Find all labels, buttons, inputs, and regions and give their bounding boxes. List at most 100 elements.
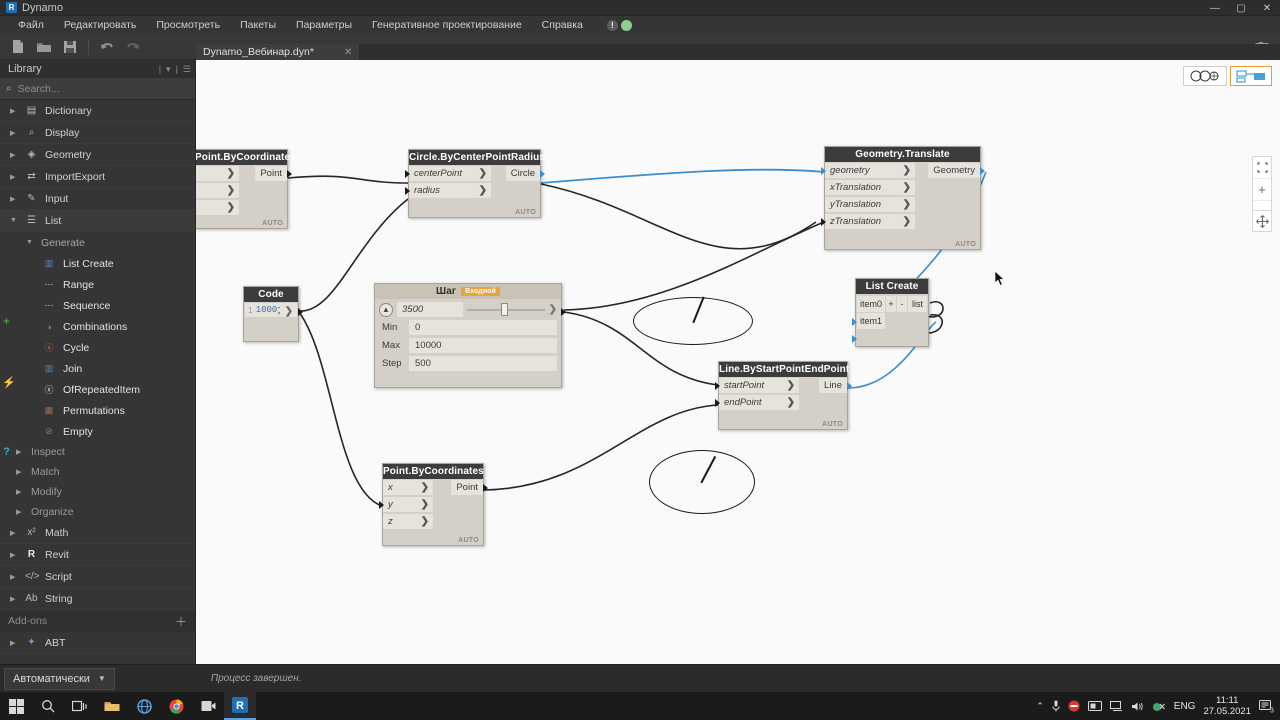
chrome-icon[interactable]: [160, 692, 192, 720]
display-icon[interactable]: [1087, 701, 1102, 711]
graph-view-icon[interactable]: [1230, 66, 1272, 86]
output-port-line[interactable]: Line: [819, 378, 852, 393]
task-view-icon[interactable]: [64, 692, 96, 720]
new-file-icon[interactable]: [6, 36, 30, 58]
microphone-icon[interactable]: [1052, 700, 1060, 712]
sidebar-subitem-generate[interactable]: ▼ Generate: [0, 232, 195, 253]
run-mode-dropdown[interactable]: Автоматически ▼: [4, 667, 115, 690]
network-icon[interactable]: [1152, 701, 1166, 712]
browser-icon[interactable]: [128, 692, 160, 720]
monitor-icon[interactable]: [1109, 700, 1123, 712]
output-port-point[interactable]: Point: [255, 166, 292, 181]
input-port-ztranslation[interactable]: zTranslation❯: [825, 214, 915, 229]
file-explorer-icon[interactable]: [96, 692, 128, 720]
chevron-up-icon[interactable]: ⌃: [1036, 700, 1044, 711]
minimize-button[interactable]: —: [1210, 2, 1220, 14]
input-port-z[interactable]: ❯: [196, 200, 239, 215]
node-geometry-translate[interactable]: Geometry.Translate geometry❯ xTranslatio…: [821, 146, 985, 250]
output-port-code[interactable]: ❯: [280, 304, 303, 319]
slider-knob[interactable]: [501, 303, 509, 316]
menu-item-edit[interactable]: Редактировать: [63, 19, 137, 31]
sidebar-item-importexport[interactable]: ▶ ⇄ ImportExport: [0, 166, 195, 188]
input-port-xtranslation[interactable]: xTranslation❯: [825, 180, 915, 195]
input-port-geometry[interactable]: geometry❯: [825, 163, 915, 178]
graph-canvas[interactable]: Point.ByCoordinates ❯ ❯ ❯ Point AUTO Cir…: [196, 60, 1280, 684]
slider-min-field[interactable]: 0: [409, 319, 557, 335]
menu-item-generative-design[interactable]: Генеративное проектирование: [372, 19, 522, 31]
input-port-radius[interactable]: radius❯: [409, 183, 491, 198]
input-port-item1[interactable]: item1: [857, 313, 886, 329]
node-code-block[interactable]: Code Block 1 1000 ; ❯: [243, 286, 303, 342]
add-package-icon[interactable]: ＋: [174, 614, 187, 629]
sidebar-item-join[interactable]: ▥ Join: [0, 358, 195, 379]
sidebar-item-cycle[interactable]: ⓧ Cycle: [0, 337, 195, 358]
output-port-list[interactable]: list: [907, 296, 927, 312]
close-button[interactable]: ✕: [1262, 2, 1272, 14]
code-editor[interactable]: 1 1000 ;: [245, 303, 297, 317]
sidebar-item-list[interactable]: ▼ ☰ List: [0, 210, 195, 232]
node-point-bycoordinates-top[interactable]: Point.ByCoordinates ❯ ❯ ❯ Point AUTO: [196, 149, 296, 229]
sidebar-item-combinations[interactable]: ◑ Combinations: [0, 316, 195, 337]
input-port-item0[interactable]: item0: [857, 296, 886, 312]
tab-dynamo-file[interactable]: Dynamo_Вебинар.dyn* ✕: [196, 44, 361, 60]
sidebar-item-display[interactable]: ▶ ⌕ Display: [0, 122, 195, 144]
input-port-z[interactable]: z❯: [383, 514, 433, 529]
node-circle-bycenterpointradius[interactable]: Circle.ByCenterPointRadius centerPoint❯ …: [405, 149, 545, 218]
video-icon[interactable]: [192, 692, 224, 720]
sidebar-item-dictionary[interactable]: ▶ ▤ Dictionary: [0, 100, 195, 122]
slider-max-field[interactable]: 10000: [409, 337, 557, 353]
geometry-view-icon[interactable]: [1183, 66, 1227, 86]
language-indicator[interactable]: ENG: [1173, 700, 1196, 712]
fit-to-screen-icon[interactable]: [1253, 157, 1271, 179]
open-folder-icon[interactable]: [32, 36, 56, 58]
slider-value-field[interactable]: 3500: [397, 302, 463, 317]
pan-icon[interactable]: [1252, 210, 1272, 232]
collapse-toggle-icon[interactable]: ▲: [379, 302, 393, 317]
input-port-ytranslation[interactable]: yTranslation❯: [825, 197, 915, 212]
sidebar-subitem-match[interactable]: ▶ Match: [0, 462, 195, 482]
sidebar-subitem-inspect[interactable]: ▶ Inspect: [0, 442, 195, 462]
input-port-x[interactable]: ❯: [196, 166, 239, 181]
menu-item-packages[interactable]: Пакеты: [240, 19, 277, 31]
volume-icon[interactable]: [1131, 701, 1144, 712]
output-port-circle[interactable]: Circle: [505, 166, 545, 181]
input-port-centerpoint[interactable]: centerPoint❯: [409, 166, 491, 181]
sidebar-subitem-modify[interactable]: ▶ Modify: [0, 482, 195, 502]
library-filter-icon[interactable]: ▾: [166, 63, 171, 74]
output-port-geometry[interactable]: Geometry: [928, 163, 985, 178]
input-port-endpoint[interactable]: endPoint❯: [719, 395, 799, 410]
revit-icon[interactable]: R: [224, 692, 256, 720]
output-port-point[interactable]: Point: [451, 480, 488, 495]
status-ok-badge-icon[interactable]: [620, 19, 632, 31]
menu-item-help[interactable]: Справка: [541, 19, 583, 31]
sidebar-item-range[interactable]: ⋯ Range: [0, 274, 195, 295]
sidebar-item-input[interactable]: ▶ ✎ Input: [0, 188, 195, 210]
sidebar-item-sequence[interactable]: ⋯ Sequence: [0, 295, 195, 316]
slider-track[interactable]: [467, 302, 545, 317]
menu-item-file[interactable]: Файл: [18, 19, 44, 31]
sidebar-item-revit[interactable]: ▶ R Revit: [0, 544, 195, 566]
input-port-y[interactable]: ❯: [196, 183, 239, 198]
undo-icon[interactable]: [95, 36, 119, 58]
node-list-create[interactable]: List Create item0 + - list item1: [852, 278, 929, 347]
record-stop-icon[interactable]: [1068, 700, 1080, 712]
node-point-bycoordinates-bottom[interactable]: Point.ByCoordinates x❯ y❯ z❯ Point AUTO: [379, 463, 488, 546]
redo-icon[interactable]: [121, 36, 145, 58]
save-icon[interactable]: [58, 36, 82, 58]
tab-close-icon[interactable]: ✕: [343, 46, 353, 58]
sidebar-item-permutations[interactable]: ▦ Permutations: [0, 400, 195, 421]
input-port-y[interactable]: y❯: [383, 497, 433, 512]
sidebar-item-list-create[interactable]: ▥ List Create: [0, 253, 195, 274]
sidebar-item-string[interactable]: ▶ Ab String: [0, 588, 195, 610]
library-sort-icon[interactable]: |: [158, 64, 162, 74]
add-input-button[interactable]: +: [886, 296, 896, 312]
remove-input-button[interactable]: -: [897, 296, 907, 312]
input-port-x[interactable]: x❯: [383, 480, 433, 495]
notifications-icon[interactable]: 3: [1259, 699, 1274, 713]
sidebar-item-script[interactable]: ▶ </> Script: [0, 566, 195, 588]
sidebar-item-empty[interactable]: ⊘ Empty: [0, 421, 195, 442]
sidebar-item-geometry[interactable]: ▶ ◈ Geometry: [0, 144, 195, 166]
library-menu-icon[interactable]: ☰: [182, 63, 191, 74]
sidebar-item-abt[interactable]: ▶ ✦ ABT: [0, 632, 195, 654]
